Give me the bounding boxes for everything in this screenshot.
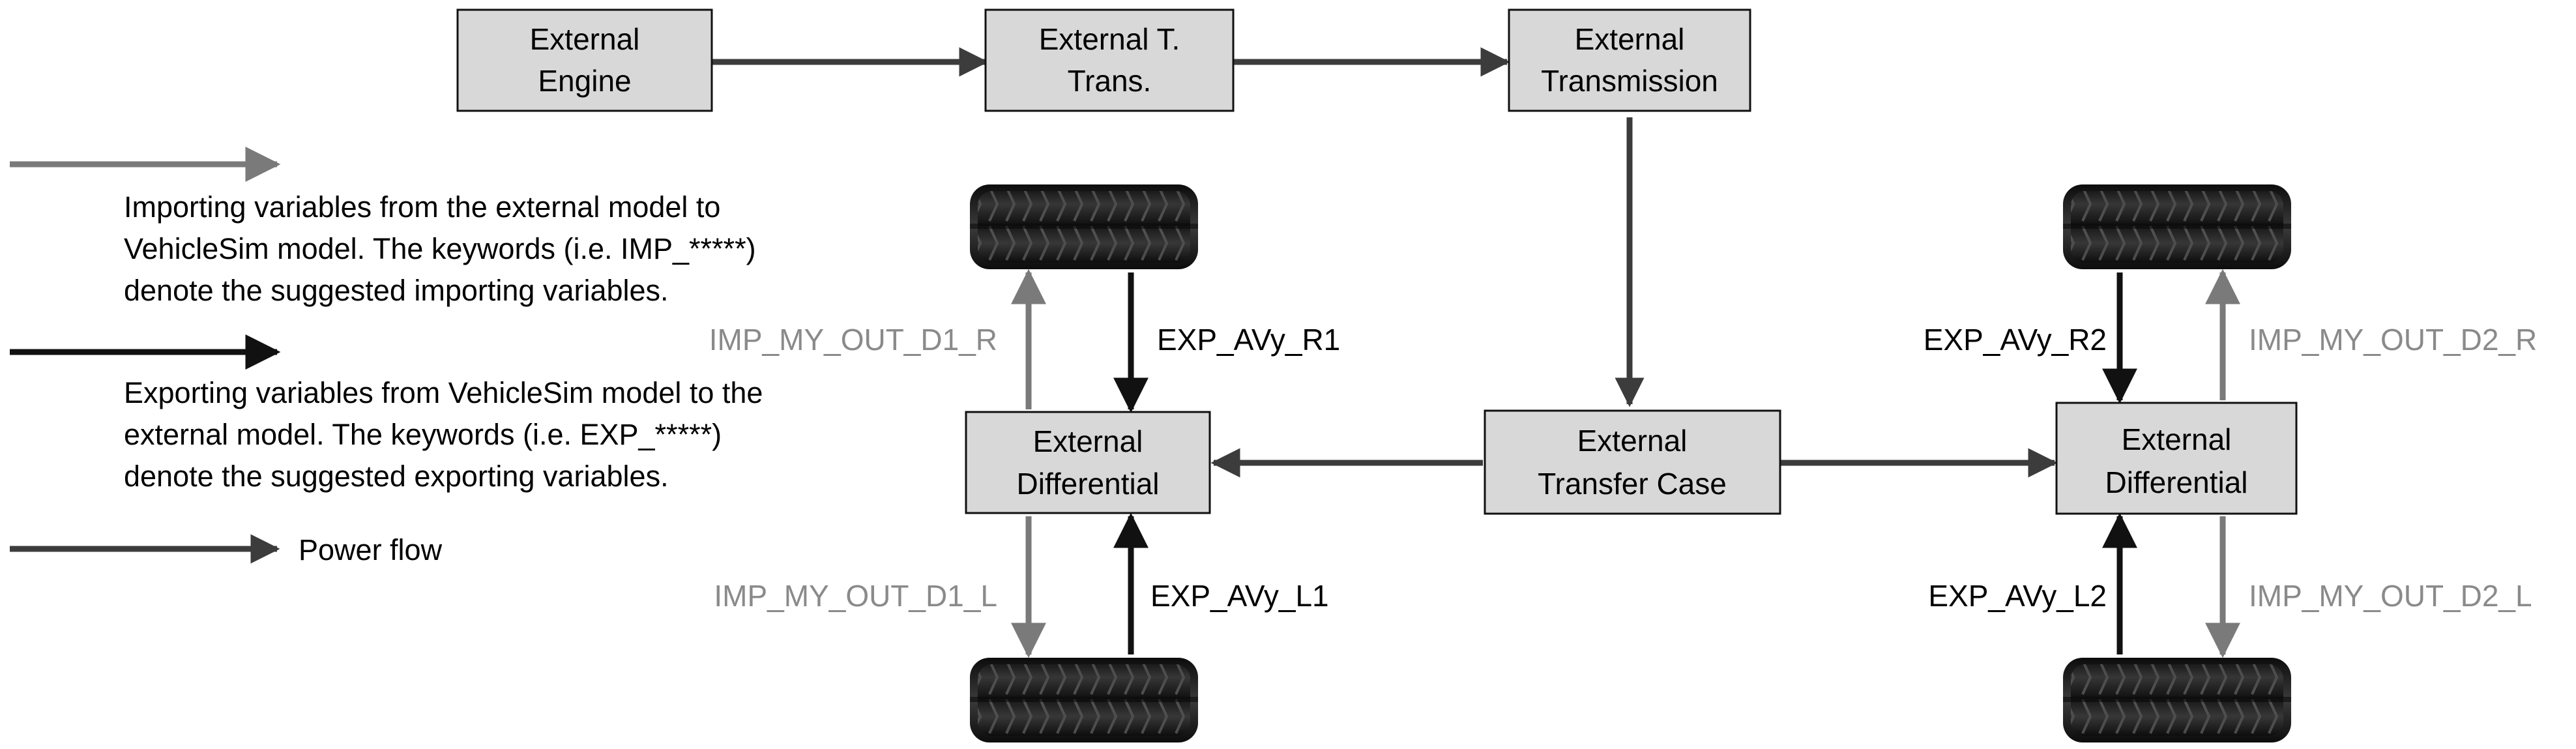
legend-import-text-line-1: Importing variables from the external mo… (124, 190, 720, 224)
legend-export-text-line-2: external model. The keywords (i.e. EXP_*… (124, 418, 722, 451)
left-differential-line-1: External (1033, 424, 1143, 458)
torque-trans-box-line-2: Trans. (1068, 64, 1152, 98)
transfer-case-box: External Transfer Case (1484, 409, 1781, 515)
legend: Importing variables from the external mo… (10, 147, 763, 566)
tire-icon (970, 658, 1198, 742)
label-imp-my-out-d2-l: IMP_MY_OUT_D2_L (2249, 579, 2532, 613)
left-differential-line-2: Differential (1016, 467, 1159, 501)
right-differential-line-1: External (2122, 422, 2232, 456)
left-differential-box: External Differential (965, 411, 1211, 514)
transmission-box: External Transmission (1508, 8, 1751, 112)
label-imp-my-out-d1-r: IMP_MY_OUT_D1_R (709, 323, 997, 357)
label-imp-my-out-d2-r: IMP_MY_OUT_D2_R (2249, 323, 2537, 357)
label-exp-avy-r2: EXP_AVy_R2 (1924, 323, 2107, 357)
torque-trans-box: External T. Trans. (984, 8, 1235, 112)
legend-import-text-line-3: denote the suggested importing variables… (124, 274, 669, 307)
legend-power-text: Power flow (299, 533, 443, 566)
tire-icon (2063, 184, 2291, 269)
tire-icon (2063, 658, 2291, 742)
transfer-case-box-line-2: Transfer Case (1538, 467, 1727, 501)
right-differential-line-2: Differential (2105, 465, 2247, 499)
engine-box: External Engine (456, 8, 713, 112)
transmission-box-line-2: Transmission (1541, 64, 1718, 98)
label-imp-my-out-d1-l: IMP_MY_OUT_D1_L (714, 579, 997, 613)
label-exp-avy-l1: EXP_AVy_L1 (1150, 579, 1329, 613)
torque-trans-box-line-1: External T. (1039, 22, 1180, 56)
transfer-case-box-line-1: External (1577, 424, 1688, 458)
legend-export-text-line-1: Exporting variables from VehicleSim mode… (124, 376, 763, 409)
engine-box-line-1: External (530, 22, 640, 56)
right-differential-box: External Differential (2055, 402, 2298, 515)
engine-box-line-2: Engine (538, 64, 631, 98)
label-exp-avy-l2: EXP_AVy_L2 (1928, 579, 2107, 613)
power-flow-arrows (712, 47, 2058, 478)
label-exp-avy-r1: EXP_AVy_R1 (1157, 323, 1340, 357)
transmission-box-line-1: External (1575, 22, 1685, 56)
legend-import-text-line-2: VehicleSim model. The keywords (i.e. IMP… (124, 232, 756, 265)
legend-export-text-line-3: denote the suggested exporting variables… (124, 460, 669, 493)
tire-icon (970, 184, 1198, 269)
